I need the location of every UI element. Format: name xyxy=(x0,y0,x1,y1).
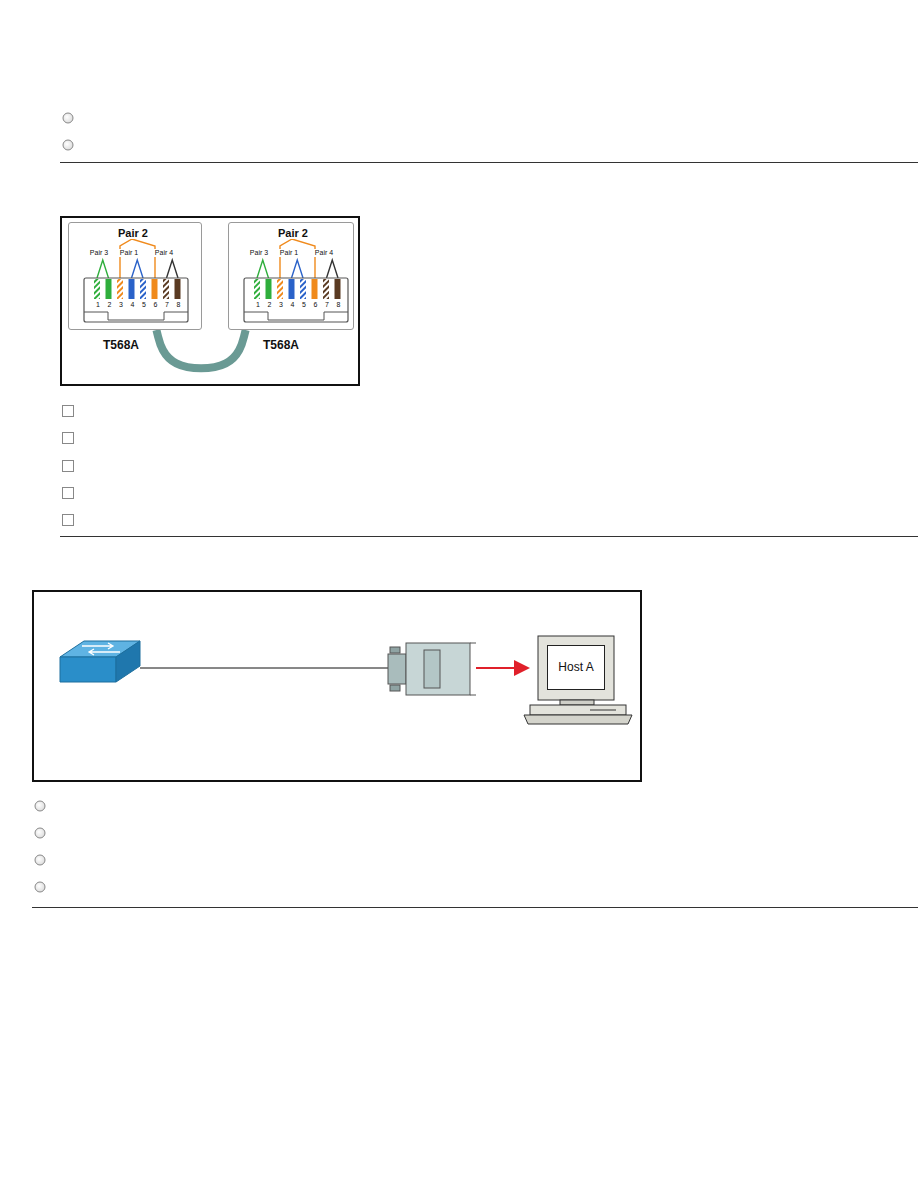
db9-connector xyxy=(388,643,476,695)
pin-number: 8 xyxy=(336,301,342,309)
checkbox xyxy=(63,406,74,526)
patch-cable xyxy=(156,330,245,368)
pin-number: 6 xyxy=(153,301,159,309)
pair-label: Pair 3 xyxy=(89,249,109,257)
pin-number: 8 xyxy=(176,301,182,309)
figure-frame xyxy=(33,591,641,781)
pair-label: Pair 2 xyxy=(117,227,149,239)
radio-button xyxy=(35,801,45,892)
separator xyxy=(60,536,918,537)
separator xyxy=(32,907,918,908)
pair-label: Pair 1 xyxy=(279,249,299,257)
figure-frame xyxy=(61,217,359,385)
pin-number: 2 xyxy=(107,301,113,309)
host-screen: Host A xyxy=(547,645,605,690)
pair-label: Pair 2 xyxy=(277,227,309,239)
pc-icon xyxy=(524,636,632,724)
direction-arrow xyxy=(476,667,528,669)
host-label: Host A xyxy=(557,661,594,674)
jack-panel: Pair 2Pair 3Pair 1Pair 412345678T568A xyxy=(68,222,202,330)
separator xyxy=(60,162,918,163)
pin-number: 5 xyxy=(301,301,307,309)
pin-number: 1 xyxy=(255,301,261,309)
pin-number: 4 xyxy=(290,301,296,309)
console-cable xyxy=(140,668,390,669)
radio-button xyxy=(63,113,73,150)
pair-label: Pair 4 xyxy=(314,249,334,257)
pair-label: Pair 3 xyxy=(249,249,269,257)
pin-number: 3 xyxy=(278,301,284,309)
rj45-jack xyxy=(244,239,348,322)
standard-label: T568A xyxy=(262,339,300,352)
rj45-jack xyxy=(84,239,188,322)
pin-number: 7 xyxy=(164,301,170,309)
pin-number: 2 xyxy=(267,301,273,309)
pin-number: 3 xyxy=(118,301,124,309)
switch-icon xyxy=(60,641,140,682)
pair-label: Pair 4 xyxy=(154,249,174,257)
standard-label: T568A xyxy=(102,339,140,352)
pin-number: 1 xyxy=(95,301,101,309)
pair-label: Pair 1 xyxy=(119,249,139,257)
jack-panel: Pair 2Pair 3Pair 1Pair 412345678T568A xyxy=(228,222,354,330)
pin-number: 7 xyxy=(324,301,330,309)
pin-number: 4 xyxy=(130,301,136,309)
pin-number: 5 xyxy=(141,301,147,309)
pin-number: 6 xyxy=(313,301,319,309)
